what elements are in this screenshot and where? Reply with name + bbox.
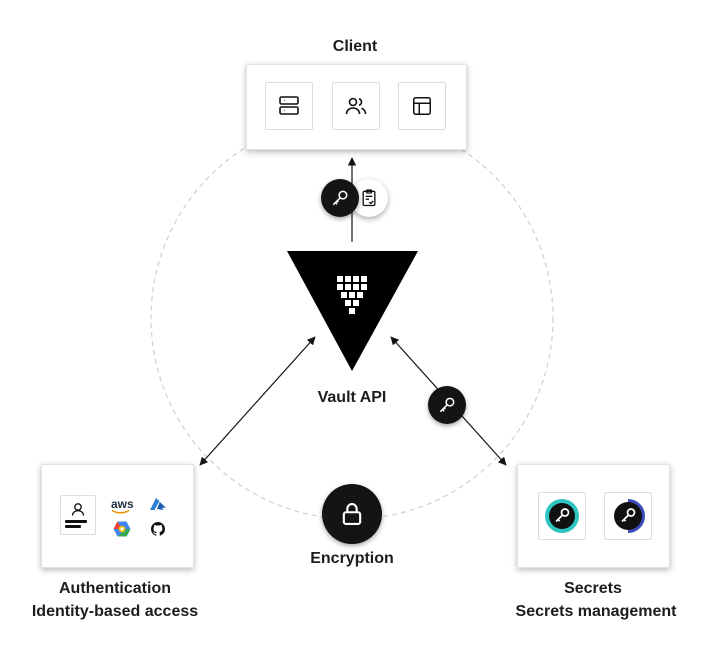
key-teal-icon <box>545 499 579 533</box>
client-key-badge <box>321 179 359 217</box>
vault-title: Vault API <box>317 389 387 406</box>
server-icon <box>279 96 299 115</box>
github-logo-icon <box>151 522 165 536</box>
auth-title: Authentication <box>59 580 171 597</box>
user-card-icon <box>65 503 87 528</box>
key-icon <box>439 397 455 413</box>
secrets-key-badge <box>428 386 466 424</box>
aws-logo-text: aws <box>111 497 134 511</box>
key-indigo-icon <box>614 499 645 533</box>
auth-tile-identity[interactable] <box>60 495 96 535</box>
secrets-tile-indigo[interactable] <box>604 492 652 540</box>
secrets-subtitle: Secrets management <box>515 603 677 620</box>
encryption-title: Encryption <box>310 550 394 567</box>
secrets-tile-teal[interactable] <box>538 492 586 540</box>
azure-logo-icon <box>150 498 166 510</box>
encryption-badge <box>322 484 382 544</box>
arrow-vault-auth <box>199 336 316 466</box>
client-tile-server[interactable] <box>265 82 313 130</box>
auth-subtitle: Identity-based access <box>31 603 199 620</box>
client-tile-layout[interactable] <box>398 82 446 130</box>
layout-icon <box>413 97 431 115</box>
lock-icon <box>342 503 362 525</box>
client-tile-users[interactable] <box>332 82 380 130</box>
aws-logo-icon: aws <box>111 497 134 514</box>
auth-box: aws <box>41 464 194 568</box>
vault-logo-icon <box>337 276 367 314</box>
key-icon <box>332 190 348 206</box>
secrets-box <box>517 464 670 568</box>
secrets-title: Secrets <box>564 580 622 597</box>
clipboard-check-icon <box>362 189 376 207</box>
users-icon <box>345 97 367 115</box>
client-box <box>246 64 467 150</box>
client-title: Client <box>332 38 378 55</box>
gcp-logo-icon <box>113 521 131 537</box>
